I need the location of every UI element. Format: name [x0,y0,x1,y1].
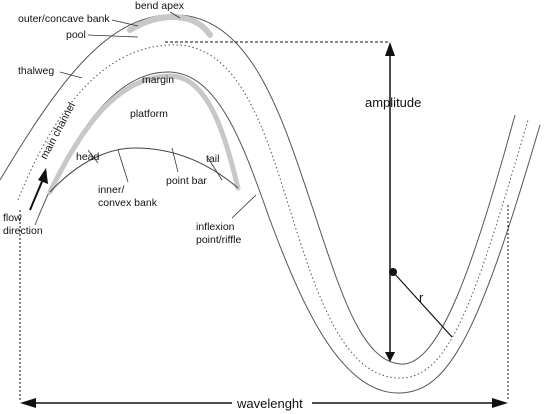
leader-head [87,149,99,164]
label-inflexion-line1: inflexion [196,221,235,233]
label-head: head [76,151,100,163]
label-tail: tail [206,153,219,165]
label-radius: r [419,290,424,305]
label-amplitude: amplitude [365,95,421,110]
wavelength-arrow-left [20,398,36,408]
radius-line [392,271,453,338]
inner-bank-line [34,71,541,394]
wavelength-arrow-right [492,398,508,408]
label-point-bar: point bar [166,175,207,187]
margin-highlight [47,73,241,195]
label-wavelength: wavelenght [236,396,303,411]
leader-tail [207,157,223,181]
label-bend-apex: bend apex [135,0,185,12]
leader-point-bar [171,147,179,173]
thalweg-line [17,44,529,379]
leader-bend-apex [169,11,181,19]
outer-bank-line [0,14,516,365]
label-margin: margin [142,74,174,86]
label-flow-line1: flow [3,212,22,224]
leader-inflexion [231,194,257,219]
label-outer-bank: outer/concave bank [18,13,110,25]
label-inner-bank-line1: inner/ [98,184,124,196]
leader-inner-bank [117,149,129,183]
label-flow-line2: direction [3,225,43,237]
leader-outer-bank [111,19,139,27]
point-bar-outline [49,147,239,193]
label-inflexion-line2: point/riffle [196,234,241,246]
leader-thalweg [59,71,83,79]
amplitude-arrow-top [385,42,395,56]
label-platform: platform [130,108,168,120]
label-pool: pool [66,29,86,41]
wavelength-label-bg [232,395,312,411]
flow-direction-arrowhead [38,168,48,184]
label-thalweg: thalweg [18,65,54,77]
leader-pool [87,34,139,38]
label-inner-bank-line2: convex bank [98,197,158,209]
pool-highlight [127,14,213,38]
